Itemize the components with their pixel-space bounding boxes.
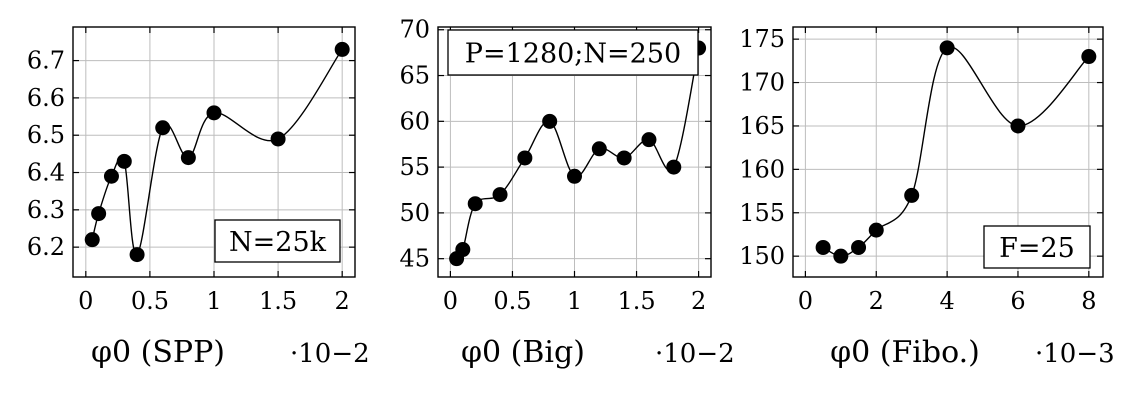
- x-tick-label: 2: [869, 287, 884, 315]
- x-tick-label: 8: [1081, 287, 1096, 315]
- x-tick-label: 6: [1010, 287, 1025, 315]
- legend: N=25k: [214, 219, 341, 263]
- y-tick-label: 6.7: [27, 47, 65, 75]
- plot-frame: [437, 26, 712, 278]
- x-axis-exponent: ·10−3: [1035, 339, 1115, 369]
- data-point: [455, 242, 471, 258]
- x-tick-label: 2: [335, 287, 350, 315]
- data-point: [1010, 118, 1026, 134]
- x-axis-exponent: ·10−2: [655, 339, 735, 369]
- y-tick-label: 155: [739, 199, 785, 227]
- y-tick-label: 6.3: [27, 196, 65, 224]
- x-tick-label: 2: [691, 287, 706, 315]
- data-point: [129, 247, 145, 263]
- data-point: [851, 239, 867, 255]
- plot-frame: [792, 26, 1104, 278]
- x-axis-exponent: ·10−2: [290, 339, 370, 369]
- series-line: [456, 47, 700, 260]
- legend-box: [214, 219, 341, 263]
- data-point: [1081, 49, 1097, 65]
- x-tick-label: 1: [567, 287, 582, 315]
- y-tick-label: 45: [399, 245, 430, 273]
- x-tick-label: 0: [798, 287, 813, 315]
- data-point: [616, 150, 632, 166]
- chart-2: 0 0.5 1 1.5 2 45 50 55 60 65 70P=1280;N=250 φ0 (Big…: [399, 16, 734, 370]
- data-point: [270, 131, 286, 147]
- y-tick-label: 175: [739, 25, 785, 53]
- x-tick-label: 1.5: [259, 287, 297, 315]
- x-tick-label: 0: [78, 287, 93, 315]
- data-point: [492, 187, 508, 203]
- legend-box: [447, 29, 699, 76]
- y-tick-label: 170: [739, 69, 785, 97]
- data-point: [467, 196, 483, 212]
- legend-text: F=25: [999, 233, 1075, 264]
- x-tick-label: 0.5: [493, 287, 531, 315]
- y-tick-label: 60: [399, 107, 430, 135]
- data-point: [641, 132, 657, 148]
- y-tick-label: 160: [739, 155, 785, 183]
- y-tick-label: 65: [399, 62, 430, 90]
- data-point: [666, 159, 682, 175]
- x-axis-label: φ0 (SPP): [91, 335, 225, 370]
- legend-text: N=25k: [229, 227, 327, 258]
- x-tick-label: 0: [443, 287, 458, 315]
- data-point: [180, 150, 196, 166]
- y-tick-label: 6.4: [27, 159, 65, 187]
- data-point: [334, 41, 350, 57]
- x-axis-label: φ0 (Fibo.): [830, 335, 980, 370]
- data-point: [84, 232, 100, 248]
- x-tick-label: 1: [206, 287, 221, 315]
- series-line: [91, 48, 343, 256]
- x-tick-label: 4: [939, 287, 954, 315]
- data-point: [103, 168, 119, 184]
- y-tick-label: 70: [399, 16, 430, 44]
- y-tick-label: 6.5: [27, 121, 65, 149]
- data-point: [517, 150, 533, 166]
- y-tick-label: 150: [739, 242, 785, 270]
- legend-text: P=1280;N=250: [465, 39, 681, 70]
- y-tick-label: 50: [399, 199, 430, 227]
- y-tick-label: 55: [399, 153, 430, 181]
- data-point: [155, 120, 171, 136]
- y-tick-label: 165: [739, 112, 785, 140]
- chart-1: 0 0.5 1 1.5 2 6.2 6.3 6.4 6.5 6.6 6.7N=25k φ0 (SPP)…: [27, 26, 370, 370]
- data-point: [815, 239, 831, 255]
- legend: P=1280;N=250: [447, 29, 699, 76]
- x-tick-label: 1.5: [617, 287, 655, 315]
- y-tick-label: 6.6: [27, 84, 65, 112]
- data-point: [91, 206, 107, 222]
- data-point: [939, 40, 955, 56]
- data-point: [868, 222, 884, 238]
- legend-box: [983, 225, 1091, 269]
- data-point: [206, 105, 222, 121]
- legend: F=25: [983, 225, 1091, 269]
- data-point: [542, 113, 558, 129]
- y-tick-label: 6.2: [27, 233, 65, 261]
- data-point: [591, 141, 607, 157]
- data-point: [116, 153, 132, 169]
- data-point: [833, 248, 849, 264]
- x-axis-label: φ0 (Big): [461, 335, 585, 370]
- data-point: [904, 187, 920, 203]
- plot-frame: [72, 26, 356, 278]
- x-tick-label: 0.5: [131, 287, 169, 315]
- data-point: [567, 168, 582, 184]
- series-line: [822, 46, 1090, 257]
